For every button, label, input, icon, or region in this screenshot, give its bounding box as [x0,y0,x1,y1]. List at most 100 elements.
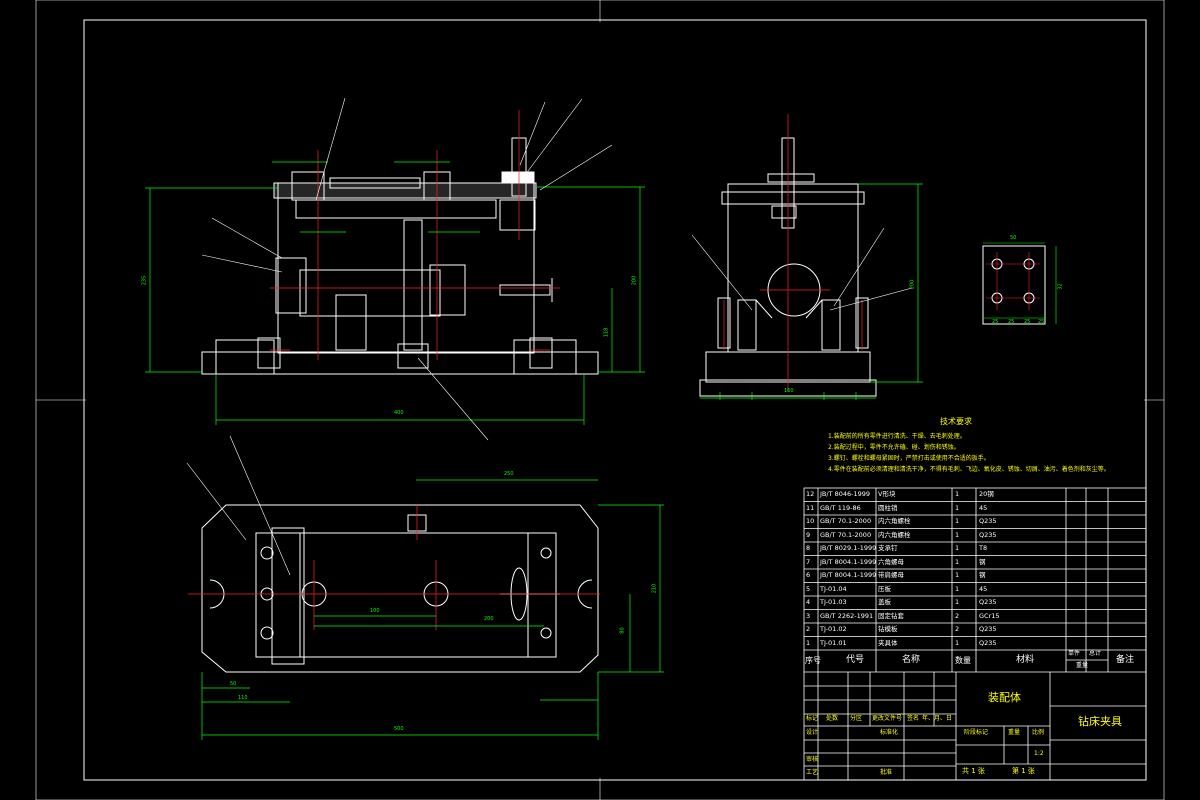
role-review: 审核 [806,756,819,763]
parts-cell-material: 钢 [979,571,986,579]
parts-cell-code: GB/T 70.1-2000 [820,517,872,525]
parts-cell-no: 7 [806,557,811,566]
parts-cell-qty: 1 [955,490,960,498]
dim-side-height: 200 [909,279,916,290]
parts-cell-qty: 1 [955,557,960,566]
parts-cell-no: 2 [806,625,811,633]
header-name: 名称 [902,655,921,665]
rev-sign: 签名 [907,715,920,722]
parts-cell-qty: 2 [955,625,960,633]
parts-cell-name: 钻模板 [878,625,898,633]
drawing-frame [35,0,1165,800]
header-no: 序号 [805,656,821,665]
dim-plan-small: 80 [619,627,626,634]
parts-cell-material: 20钢 [979,490,994,498]
parts-cell-name: 圆柱销 [878,503,898,512]
dim-detail-3: 25 [1008,319,1015,325]
header-remark: 备注 [1116,655,1135,665]
tech-requirements-list: 1.装配前的所有零件进行清洗、干燥、去毛刺处理。 2.装配过程中，零件不允许磕、… [828,431,1110,475]
parts-cell-material: Q235 [979,638,997,647]
dim-plan-top: 250 [504,471,514,477]
parts-cell-no: 12 [806,490,815,498]
role-process: 工艺 [806,769,819,776]
parts-cell-no: 10 [806,517,815,525]
dim-detail-4: 25 [1024,319,1031,325]
dim-plan-overall: 500 [394,726,404,732]
sheet-no: 第 1 张 [1012,767,1035,775]
parts-cell-qty: 1 [955,530,960,539]
plan-view [186,435,664,740]
parts-cell-code: JB/T 8004.1-1999 [820,571,877,579]
rev-doc: 更改文件号 [872,715,903,722]
parts-cell-name: V形块 [878,490,896,498]
parts-cell-name: 夹具体 [878,638,898,647]
dim-front-width: 400 [394,410,404,416]
parts-cell-code: GB/T 70.1-2000 [820,530,872,539]
parts-cell-name: 压板 [878,584,891,593]
front-view [145,97,645,441]
parts-cell-name: 带肩螺母 [878,571,904,579]
parts-cell-material: 45 [979,503,988,512]
parts-cell-qty: 1 [955,503,960,512]
parts-cell-name: 支承钉 [878,544,898,552]
parts-cell-code: TJ-01.03 [820,598,847,606]
parts-cell-qty: 1 [955,584,960,593]
parts-cell-name: 六角螺母 [878,557,904,566]
dim-plan-inner1: 100 [370,608,380,614]
parts-cell-qty: 1 [955,571,960,579]
parts-cell-material: Q235 [979,530,997,539]
role-design: 设计 [806,729,819,736]
header-weight: 重量 [1076,662,1089,669]
stage-label: 阶段标记 [964,729,989,736]
parts-cell-code: TJ-01.01 [820,638,847,647]
scale-value: 1:2 [1034,750,1044,757]
parts-cell-no: 11 [806,503,815,512]
tech-requirement-item: 2.装配过程中，零件不允许磕、碰、划伤和锈蚀。 [828,444,960,451]
assembly-name: 装配体 [988,691,1021,704]
parts-cell-no: 9 [806,530,811,539]
sheets-total: 共 1 张 [962,767,985,775]
dim-plan-inner2: 200 [484,616,494,622]
parts-cell-material: Q235 [979,598,997,606]
tech-requirement-item: 4.零件在装配前必须清理和清洗干净，不得有毛刺、飞边、氧化皮、锈蚀、切屑、油污、… [828,466,1110,473]
dim-detail-5: 25 [1038,319,1045,325]
dim-front-height: 235 [141,275,148,286]
parts-cell-no: 1 [806,638,811,647]
parts-cell-qty: 1 [955,544,960,552]
parts-cell-name: 内六角螺栓 [878,517,911,525]
drawing-title: 钻床夹具 [1078,715,1122,728]
dim-plan-left1: 50 [230,681,237,687]
tech-requirements-title: 技术要求 [940,417,972,426]
parts-cell-qty: 1 [955,517,960,525]
parts-cell-code: TJ-01.02 [820,625,847,633]
dim-front-inner: 118 [603,327,610,338]
tech-requirement-item: 1.装配前的所有零件进行清洗、干燥、去毛刺处理。 [828,433,966,440]
parts-cell-code: GB/T 2262-1991 [820,611,874,620]
dim-plan-depth: 210 [651,583,658,594]
dim-front-right: 200 [631,275,638,286]
parts-cell-no: 8 [806,544,811,552]
parts-cell-material: 钢 [979,557,986,566]
tech-requirement-item: 3.螺钉、螺栓和螺母紧固时，严禁打击或使用不合适的扳手。 [828,455,990,462]
parts-cell-qty: 1 [955,638,960,647]
rev-date: 年、月、日 [922,715,953,722]
dim-detail-2: 25 [992,319,999,325]
parts-cell-code: JB/T 8046-1999 [820,490,871,498]
rev-zone: 分区 [850,715,863,722]
parts-cell-name: 固定钻套 [878,611,904,620]
header-code: 代号 [846,655,865,665]
side-view [691,114,923,400]
dim-plan-left2: 110 [238,695,248,701]
dim-detail-width: 50 [1010,235,1017,241]
parts-cell-code: TJ-01.04 [820,584,847,593]
dim-detail-1: 32 [1057,283,1064,290]
header-qty: 数量 [955,656,971,665]
parts-cell-name: 内六角螺栓 [878,530,911,539]
dim-side-width: 160 [784,388,794,394]
parts-cell-qty: 1 [955,598,960,606]
parts-title-block [803,487,1147,781]
rev-count: 处数 [826,715,839,722]
parts-cell-material: GCr15 [979,611,1000,620]
parts-cell-qty: 2 [955,611,960,620]
